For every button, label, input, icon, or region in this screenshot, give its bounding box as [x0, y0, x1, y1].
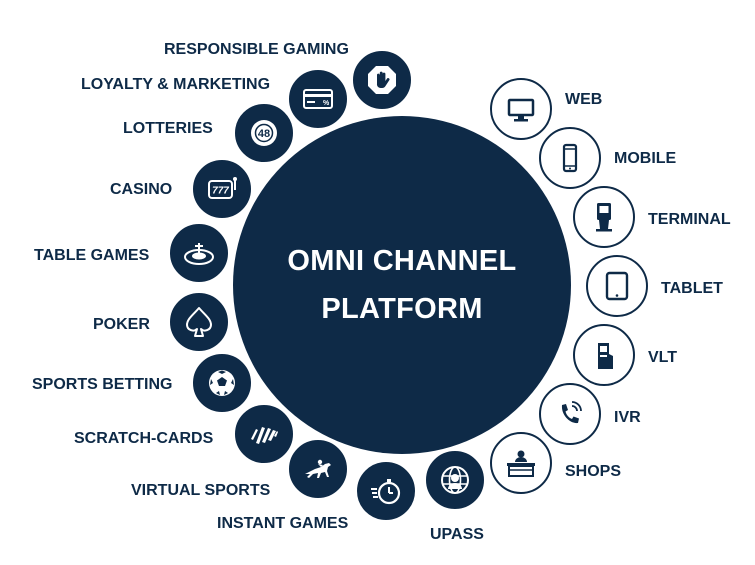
vlt-machine-icon [598, 343, 613, 369]
terminal-icon [596, 203, 612, 232]
center-title-line1: OMNI CHANNEL [287, 245, 517, 277]
node-terminal [573, 186, 635, 248]
stopwatch-icon [371, 479, 401, 505]
tablet-icon [605, 271, 629, 301]
label-lotteries: LOTTERIES [123, 120, 213, 137]
smartphone-icon [562, 143, 578, 173]
soccer-ball-icon [209, 370, 235, 396]
node-responsible-gaming [351, 49, 413, 111]
node-lotteries: 48 [233, 102, 295, 164]
label-ivr: IVR [614, 409, 641, 426]
node-tablet [586, 255, 648, 317]
node-virtual-sports [287, 438, 349, 500]
scratch-card-icon [251, 427, 278, 444]
label-mobile: MOBILE [614, 150, 677, 167]
node-casino: 777 [191, 158, 253, 220]
slot-machine-icon: 777 [208, 177, 237, 199]
node-vlt [573, 324, 635, 386]
label-sports-betting: SPORTS BETTING [32, 376, 173, 393]
node-web [490, 78, 552, 140]
label-shops: SHOPS [565, 463, 622, 480]
label-terminal: TERMINAL [648, 211, 731, 228]
label-responsible-gaming: RESPONSIBLE GAMING [164, 41, 349, 58]
label-casino: CASINO [110, 181, 173, 198]
label-table-games: TABLE GAMES [34, 247, 150, 264]
shop-counter-icon [507, 450, 535, 477]
node-mobile [539, 127, 601, 189]
node-loyalty-and-marketing: % [287, 68, 349, 130]
node-shops [490, 432, 552, 494]
roulette-icon [184, 243, 214, 265]
node-ivr [539, 383, 601, 445]
central-platform-circle: OMNI CHANNEL PLATFORM [233, 116, 571, 454]
globe-user-icon [441, 466, 469, 494]
horse-racing-icon [305, 459, 331, 478]
node-table-games [168, 222, 230, 284]
lottery-ball-icon-text: 48 [258, 128, 270, 140]
slot-machine-icon-text: 777 [212, 186, 229, 197]
node-upass [424, 449, 486, 511]
label-poker: POKER [93, 316, 150, 333]
label-web: WEB [565, 91, 603, 108]
label-tablet: TABLET [661, 280, 723, 297]
label-virtual-sports: VIRTUAL SPORTS [131, 482, 271, 499]
label-upass: UPASS [430, 526, 484, 543]
spade-icon [186, 307, 212, 337]
node-poker [168, 291, 230, 353]
svg-text:%: % [323, 100, 330, 107]
voucher-icon: % [303, 89, 333, 109]
center-title-line2: PLATFORM [321, 293, 483, 325]
stop-hand-icon [368, 66, 396, 94]
node-sports-betting [191, 352, 253, 414]
phone-call-icon [561, 401, 582, 424]
label-instant-games: INSTANT GAMES [217, 515, 349, 532]
label-vlt: VLT [648, 349, 678, 366]
lottery-ball-icon: 48 [251, 120, 277, 146]
label-scratch-cards: SCRATCH-CARDS [74, 430, 214, 447]
monitor-icon [507, 98, 535, 122]
node-instant-games [355, 460, 417, 522]
label-loyalty-and-marketing: LOYALTY & MARKETING [81, 76, 271, 93]
node-scratch-cards [233, 403, 295, 465]
